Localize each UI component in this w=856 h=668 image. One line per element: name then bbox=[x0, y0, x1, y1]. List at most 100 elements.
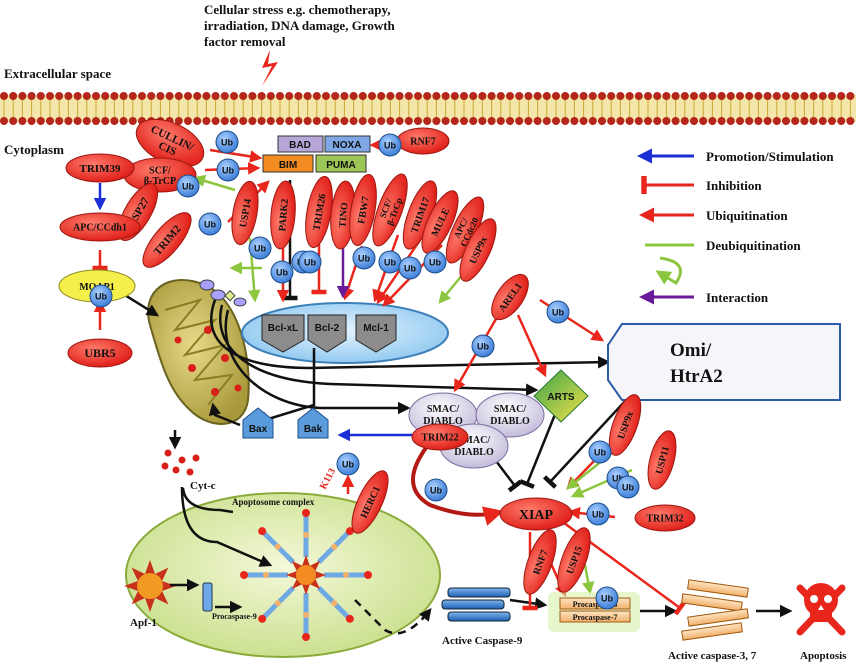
svg-text:SMAC/DIABLO: SMAC/DIABLO bbox=[423, 404, 463, 427]
procaspase9-icon bbox=[202, 582, 213, 612]
pathway-connectors bbox=[92, 138, 793, 635]
svg-text:Ub: Ub bbox=[612, 474, 624, 484]
procaspase3-box bbox=[559, 597, 631, 610]
smac-node-2 bbox=[475, 392, 545, 438]
ub-marker: Ub bbox=[588, 440, 612, 464]
legend-deubiquitination-label: Deubiquitination bbox=[706, 238, 801, 253]
active-caspase37-icon bbox=[681, 579, 749, 641]
puma-label: PUMA bbox=[326, 160, 355, 171]
svg-text:Ub: Ub bbox=[384, 258, 396, 268]
cytc-dots bbox=[161, 449, 200, 476]
svg-text:Ub: Ub bbox=[552, 308, 564, 318]
omi-htra2-node bbox=[607, 323, 841, 401]
mcl1-box bbox=[355, 314, 397, 353]
stress-text: Cellular stress e.g. chemotherapy, irrad… bbox=[204, 2, 398, 49]
bad-label: BAD bbox=[289, 140, 311, 151]
legend-interaction-label: Interaction bbox=[706, 290, 769, 305]
node-scf2: SCF/β-TrCp bbox=[372, 173, 408, 247]
cytoplasm-label: Cytoplasm bbox=[4, 142, 64, 157]
svg-text:Ub: Ub bbox=[222, 166, 234, 176]
ub-marker: Ub bbox=[215, 130, 239, 154]
ub-marker: Ub bbox=[595, 586, 619, 610]
ub-marker: Ub bbox=[471, 334, 495, 358]
node-usp11: USP11 bbox=[647, 430, 677, 490]
legend-ubiquitination-label: Ubiquitination bbox=[706, 208, 788, 223]
svg-text:RNF7: RNF7 bbox=[410, 137, 436, 148]
arts-label: ARTS bbox=[547, 392, 575, 403]
extracellular-label: Extracellular space bbox=[4, 66, 111, 81]
svg-text:Ub: Ub bbox=[276, 268, 288, 278]
cell-membrane bbox=[0, 92, 856, 125]
procaspase7-box bbox=[559, 610, 631, 623]
node-rnf7-low: RNF7 bbox=[523, 529, 557, 595]
legend: Promotion/Stimulation Inhibition Ubiquit… bbox=[637, 148, 834, 305]
ub-marker: Ub bbox=[424, 478, 448, 502]
legend-promotion-label: Promotion/Stimulation bbox=[706, 149, 834, 164]
noxa-box bbox=[324, 135, 371, 153]
node-usp9x-top: USP9x bbox=[459, 218, 497, 282]
node-park2: PARK2 bbox=[270, 180, 296, 250]
node-mule: MULE bbox=[421, 190, 459, 254]
node-arel1: AREL1 bbox=[491, 273, 529, 321]
svg-text:TRIM22: TRIM22 bbox=[421, 433, 458, 444]
active-caspase9-icon bbox=[441, 587, 511, 622]
ub-marker: Ub bbox=[616, 475, 640, 499]
bclxl-label: Bcl-xL bbox=[268, 323, 299, 334]
svg-text:Ub: Ub bbox=[594, 448, 606, 458]
mcl1-label: Mcl-1 bbox=[363, 323, 389, 334]
node-usp9x-right: USP9x bbox=[608, 394, 642, 456]
noxa-label: NOXA bbox=[333, 140, 362, 151]
svg-text:Ub: Ub bbox=[95, 292, 107, 302]
ub-marker: Ub bbox=[89, 284, 113, 308]
svg-text:TINO: TINO bbox=[337, 202, 350, 229]
ub-marker: Ub bbox=[398, 256, 422, 280]
svg-text:SCF/β-TrCP: SCF/β-TrCP bbox=[144, 165, 176, 187]
svg-text:Ub: Ub bbox=[477, 342, 489, 352]
svg-text:Ub: Ub bbox=[342, 460, 354, 470]
svg-text:Ub: Ub bbox=[304, 258, 316, 268]
active-casp9-label: Active Caspase-9 bbox=[442, 635, 523, 647]
apoptosome-wheel bbox=[240, 509, 372, 641]
node-herc1: HERC1 bbox=[351, 470, 389, 534]
node-trim22: TRIM22 bbox=[411, 423, 469, 451]
bcl-family-boxes: Bcl-xL Bcl-2 Mcl-1 bbox=[261, 314, 397, 353]
bcl2-label: Bcl-2 bbox=[315, 323, 340, 334]
bax-label: Bax bbox=[249, 424, 268, 435]
node-apc-ccdh1: APC/CCdh1 bbox=[59, 212, 141, 242]
node-ubr5: UBR5 bbox=[67, 338, 133, 368]
svg-text:Ub: Ub bbox=[404, 264, 416, 274]
svg-text:TRIM39: TRIM39 bbox=[80, 163, 121, 175]
svg-text:Ub: Ub bbox=[622, 483, 634, 493]
apf1-star-icon bbox=[124, 560, 176, 612]
apf1-label: Apf-1 bbox=[130, 617, 157, 629]
svg-text:Ub: Ub bbox=[592, 510, 604, 520]
svg-text:UBR5: UBR5 bbox=[84, 346, 115, 360]
procaspase9-label: Procaspase-9 bbox=[212, 612, 257, 621]
node-apc-ccdc20: APC/CCdc20 bbox=[445, 196, 485, 264]
svg-text:Ub: Ub bbox=[254, 244, 266, 254]
svg-text:Ub: Ub bbox=[221, 138, 233, 148]
k113-label: K113 bbox=[318, 467, 338, 492]
ub-marker: Ub bbox=[423, 250, 447, 274]
svg-text:Ub: Ub bbox=[429, 258, 441, 268]
bcl2-box bbox=[307, 314, 347, 353]
svg-text:Ub: Ub bbox=[358, 254, 370, 264]
svg-text:Ub: Ub bbox=[384, 141, 396, 151]
node-usp14: USP14 bbox=[231, 180, 259, 246]
svg-text:Ub: Ub bbox=[204, 220, 216, 230]
ub-marker: Ub bbox=[198, 212, 222, 236]
svg-text:XIAP: XIAP bbox=[519, 508, 554, 523]
ub-marker: Ub bbox=[298, 250, 322, 274]
ub-marker: Ub bbox=[352, 246, 376, 270]
node-usp15: USP15 bbox=[557, 527, 591, 593]
bim-label: BIM bbox=[279, 160, 297, 171]
node-fbw7: FBW7 bbox=[349, 173, 377, 247]
bax-bak: Bax Bak bbox=[242, 407, 329, 439]
skull-crossbones-icon bbox=[796, 583, 846, 636]
procaspase7-label: Procaspase-7 bbox=[573, 613, 618, 622]
ub-marker: Ub bbox=[586, 502, 610, 526]
svg-text:SMAC/DIABLO: SMAC/DIABLO bbox=[454, 435, 494, 458]
legend-deubiquitination-arrow bbox=[645, 243, 694, 283]
